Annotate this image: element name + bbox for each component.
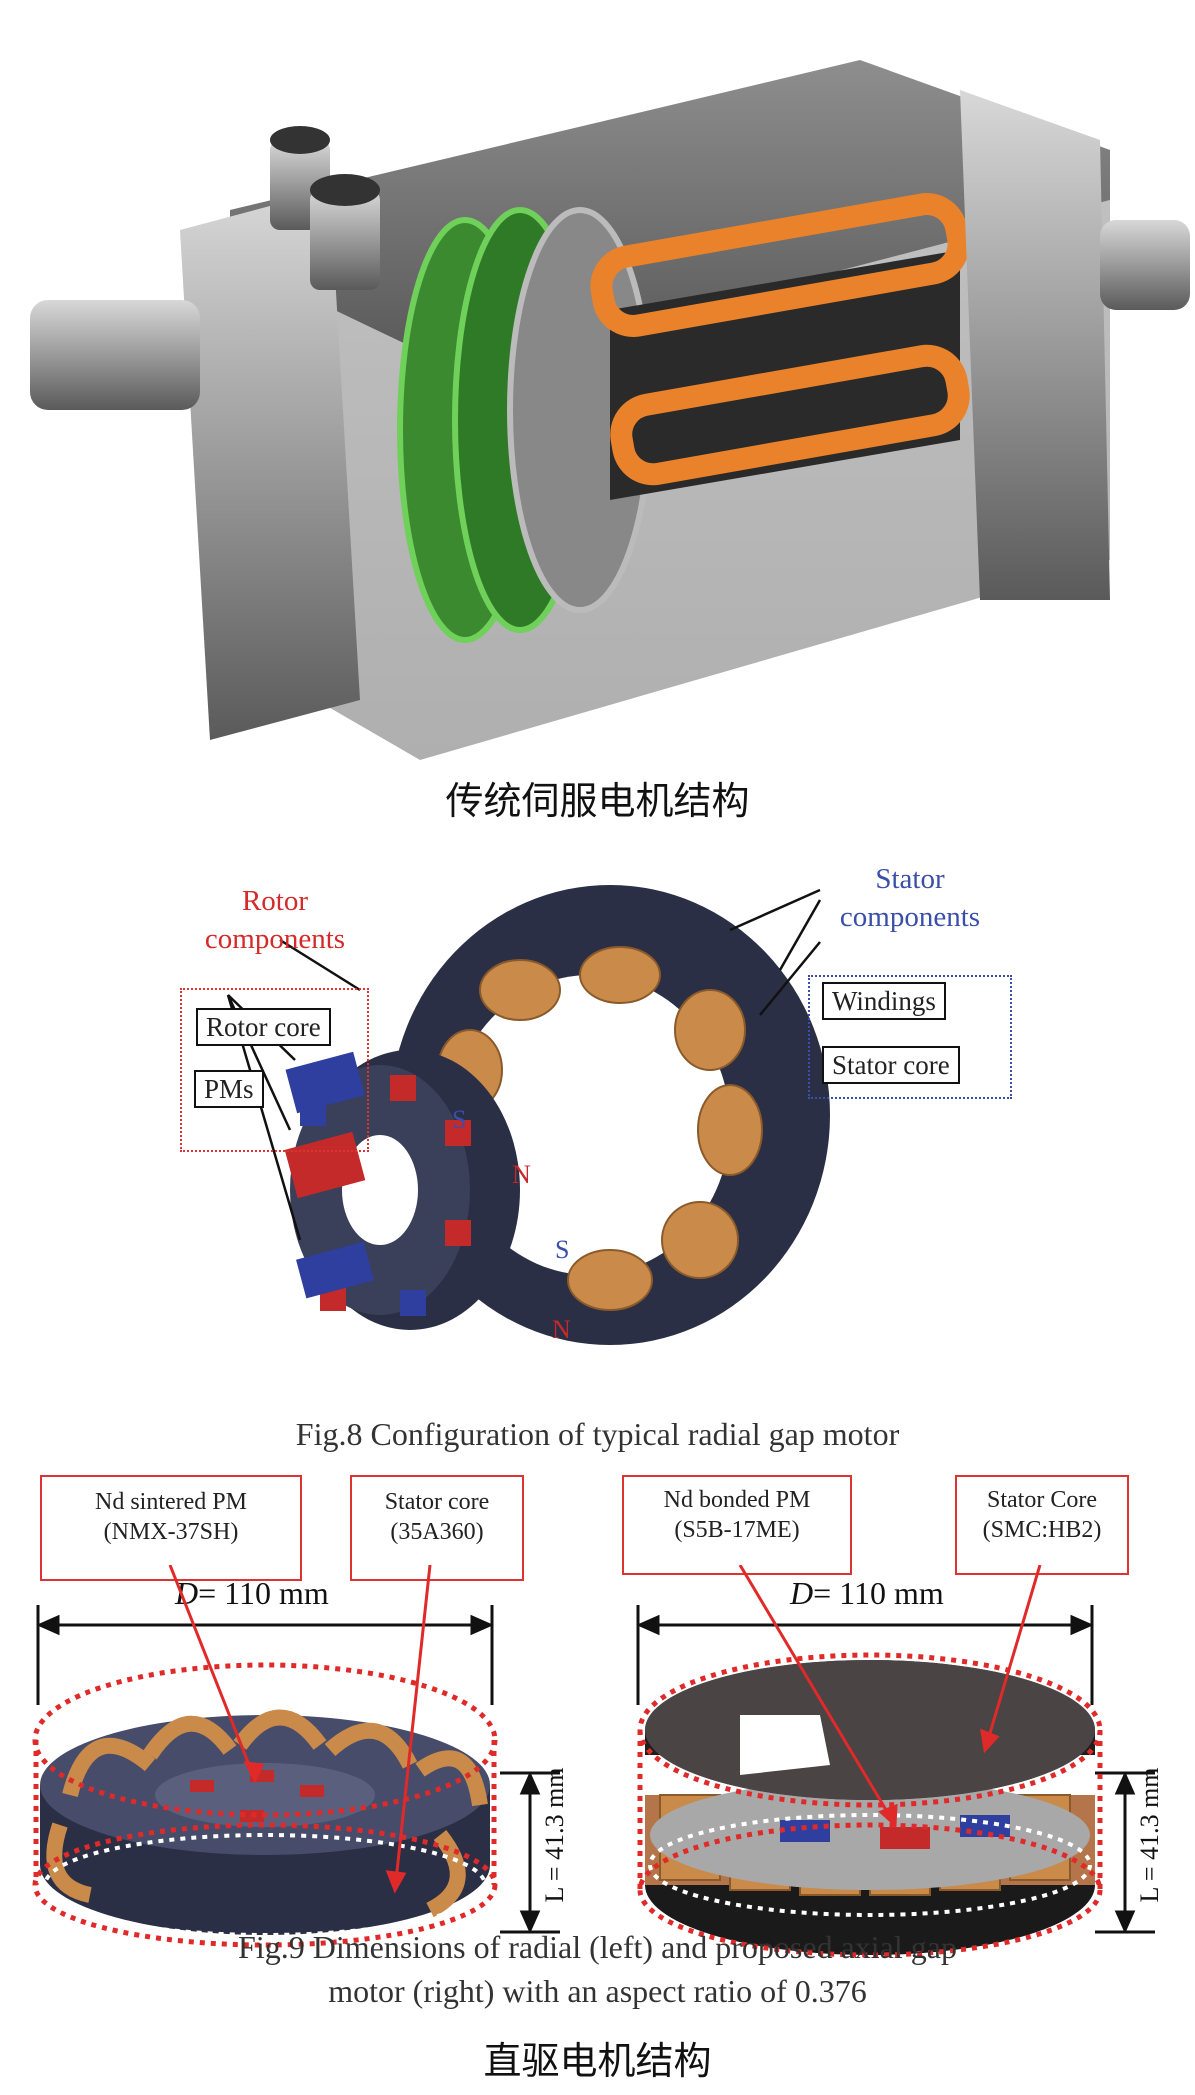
left-pm-line1: Nd sintered PM <box>95 1489 247 1515</box>
rotor-title-line2: components <box>204 923 346 955</box>
fig9-caption: Fig.9 Dimensions of radial (left) and pr… <box>0 1925 1195 2013</box>
fig9-caption-line2: motor (right) with an aspect ratio of 0.… <box>328 1973 867 2009</box>
right-red-dotted-outline-bottom <box>637 1822 1103 1958</box>
winding-bottom <box>610 344 970 486</box>
right-pm-label: Nd bonded PM (S5B-17ME) <box>622 1475 852 1575</box>
fig8-caption: Fig.8 Configuration of typical radial ga… <box>295 1416 900 1452</box>
winding-top <box>590 193 970 337</box>
rotor-components-title: Rotor components <box>175 882 375 958</box>
pms-label: PMs <box>194 1070 264 1108</box>
radial-motor-illustration <box>226 885 830 1345</box>
left-white-dotted <box>43 1833 487 1937</box>
rotor-magnets <box>300 1075 471 1316</box>
connector-2 <box>310 190 380 290</box>
left-d-dimension: D= 110 mm <box>175 1575 329 1612</box>
rotor-hole <box>342 1135 418 1245</box>
right-core-label: Stator Core (SMC:HB2) <box>955 1475 1129 1575</box>
stator-components-title: Stator components <box>800 860 1020 936</box>
left-core-line1: Stator core <box>384 1489 490 1515</box>
pole-label-n2: N <box>552 1315 571 1344</box>
exploded-pms <box>284 1051 374 1299</box>
fig9-section: Nd sintered PM (NMX-37SH) Stator core (3… <box>0 1475 1195 2095</box>
fig8-section: Rotor components Rotor core PMs Stator c… <box>0 860 1195 1480</box>
right-d-dimension: D= 110 mm <box>790 1575 944 1612</box>
right-d-symbol: D <box>790 1575 814 1611</box>
pole-label-n1: N <box>512 1160 531 1189</box>
stator-core-label: Stator core <box>822 1046 960 1084</box>
stator-components-dotted-box <box>808 975 1012 1099</box>
stator-title-line2: components <box>839 901 981 933</box>
left-core-label: Stator core (35A360) <box>350 1475 524 1581</box>
servo-motor-illustration <box>30 60 1190 760</box>
right-rotor-disc <box>650 1780 1090 1890</box>
fig9-caption-line1: Fig.9 Dimensions of radial (left) and pr… <box>238 1929 957 1965</box>
rotor-core-label: Rotor core <box>196 1008 331 1046</box>
right-core-line1: Stator Core <box>987 1487 1097 1513</box>
servo-motor-section: 传统伺服电机结构 <box>0 0 1195 860</box>
right-core-line2: (SMC:HB2) <box>982 1517 1102 1543</box>
right-pm-line2: (S5B-17ME) <box>674 1517 800 1543</box>
left-core-line2: (35A360) <box>390 1519 484 1545</box>
right-pm-line1: Nd bonded PM <box>663 1487 811 1513</box>
left-windings <box>46 1709 488 1918</box>
axial-radial-illustration <box>32 1565 1155 1958</box>
right-white-dotted <box>648 1813 1092 1917</box>
right-l-dimension: L = 41.3 mm <box>1135 1767 1164 1903</box>
stator-ring-inner <box>450 975 730 1275</box>
rear-shaft <box>30 300 200 410</box>
pole-label-s2: S <box>555 1235 570 1264</box>
rotor-title-line1: Rotor <box>241 885 309 917</box>
left-d-value: = 110 mm <box>198 1575 329 1611</box>
stator-windings <box>437 946 763 1311</box>
windings-label: Windings <box>822 982 946 1020</box>
left-pm-label: Nd sintered PM (NMX-37SH) <box>40 1475 302 1581</box>
front-flange <box>960 90 1110 600</box>
pole-label-s1: S <box>452 1105 467 1134</box>
direct-drive-caption: 直驱电机结构 <box>483 2039 712 2083</box>
servo-caption: 传统伺服电机结构 <box>445 779 750 823</box>
rear-flange <box>180 190 360 740</box>
left-d-symbol: D <box>175 1575 199 1611</box>
left-pm-line2: (NMX-37SH) <box>103 1519 239 1545</box>
left-l-dimension: L = 41.3 mm <box>540 1767 569 1903</box>
right-d-value: = 110 mm <box>813 1575 944 1611</box>
rotor-components-dotted-box <box>180 988 369 1152</box>
front-shaft <box>1100 220 1190 310</box>
stator-title-line1: Stator <box>875 863 945 895</box>
